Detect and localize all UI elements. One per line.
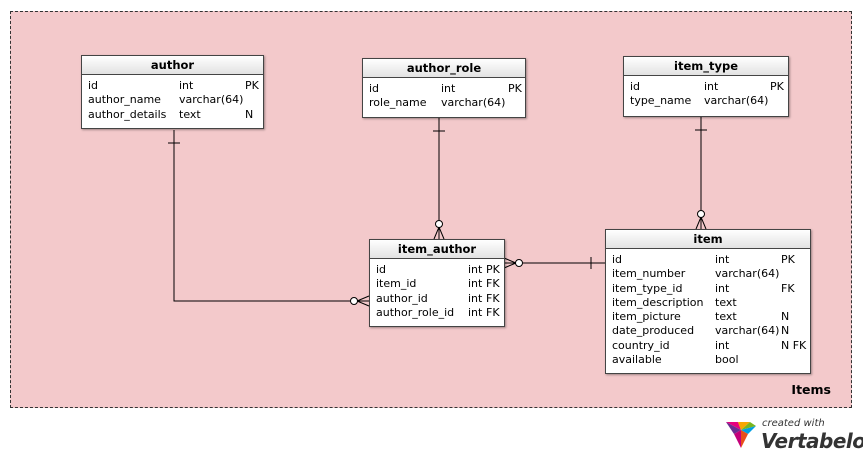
column-flags: FK (486, 291, 500, 305)
column-flags: PK (781, 253, 795, 266)
column-row: item_picture text N (606, 310, 810, 324)
column-type: int (715, 253, 730, 266)
column-name: id (376, 263, 387, 276)
column-type: text (715, 310, 737, 324)
column-type: text (179, 107, 201, 121)
column-flags: N FK (781, 338, 807, 352)
table-item-author[interactable]: item_author id int PK item_id int FK aut… (369, 239, 505, 327)
column-name: author_name (88, 93, 161, 107)
column-name: date_produced (612, 324, 695, 338)
column-row: author_role_id int FK (370, 306, 504, 320)
column-row: author_details text N (82, 108, 263, 122)
column-name: item_type_id (612, 281, 683, 295)
table-author-title: author (82, 56, 263, 75)
column-row: author_id int FK (370, 292, 504, 306)
column-row: country_id int N FK (606, 339, 810, 353)
column-name: id (630, 80, 641, 93)
column-name: available (612, 353, 662, 367)
table-author[interactable]: author id int PK author_name varchar(64)… (81, 55, 264, 129)
column-row: type_name varchar(64) (624, 94, 788, 108)
branding-big-text: Vertabelo (761, 429, 863, 453)
column-type: bool (715, 353, 739, 367)
column-name: id (88, 79, 99, 92)
column-type: int (468, 263, 483, 276)
table-item-author-title: item_author (370, 240, 504, 259)
column-flags: PK (486, 263, 500, 276)
column-type: int (715, 281, 730, 295)
column-name: item_id (376, 277, 417, 291)
column-row: item_description text (606, 296, 810, 310)
column-name: id (369, 82, 380, 95)
column-flags: N (245, 107, 254, 121)
table-item-type-title: item_type (624, 57, 788, 76)
column-name: role_name (369, 96, 427, 110)
column-type: int (704, 80, 719, 93)
column-name: item_picture (612, 310, 681, 324)
column-row: id int PK (624, 80, 788, 94)
column-name: author_id (376, 291, 428, 305)
column-row: item_type_id int FK (606, 282, 810, 296)
column-name: author_role_id (376, 305, 455, 319)
column-type: varchar(64) (179, 93, 244, 107)
column-row: id int PK (606, 253, 810, 267)
column-type: varchar(64) (704, 94, 769, 108)
column-name: id (612, 253, 623, 266)
zero-marker-item-type (697, 210, 705, 218)
table-author-role[interactable]: author_role id int PK role_name varchar(… (362, 58, 526, 118)
column-row: role_name varchar(64) (363, 96, 525, 110)
zero-marker-item (515, 259, 523, 267)
column-row: id int PK (363, 82, 525, 96)
column-flags: PK (770, 80, 784, 93)
column-row: author_name varchar(64) (82, 93, 263, 107)
column-name: item_number (612, 267, 686, 281)
column-name: item_description (612, 295, 704, 309)
subject-area-label: Items (791, 382, 831, 397)
column-type: int (468, 305, 483, 319)
table-item[interactable]: item id int PK item_number varchar(64) i… (605, 229, 811, 374)
zero-marker-author (350, 297, 358, 305)
branding-small-text: created with (762, 418, 825, 429)
column-flags: FK (781, 281, 795, 295)
column-row: available bool (606, 353, 810, 367)
column-name: type_name (630, 94, 692, 108)
column-type: varchar(64) (715, 324, 780, 338)
column-flags: PK (245, 79, 259, 92)
column-row: item_number varchar(64) (606, 267, 810, 281)
column-type: int (468, 277, 483, 291)
table-author-role-title: author_role (363, 59, 525, 78)
column-type: int (179, 79, 194, 92)
column-type: varchar(64) (441, 96, 506, 110)
column-flags: N (781, 324, 790, 338)
column-name: country_id (612, 338, 670, 352)
zero-marker-author-role (435, 220, 443, 228)
column-row: id int PK (370, 263, 504, 277)
column-type: int (715, 338, 730, 352)
column-name: author_details (88, 107, 167, 121)
column-row: date_produced varchar(64) N (606, 324, 810, 338)
vertabelo-branding[interactable]: created with Vertabelo (724, 416, 863, 456)
column-flags: PK (508, 82, 522, 95)
column-type: varchar(64) (715, 267, 780, 281)
relationship-author-item-author (173, 130, 369, 302)
column-type: text (715, 295, 737, 309)
table-item-title: item (606, 230, 810, 249)
column-row: item_id int FK (370, 277, 504, 291)
column-row: id int PK (82, 79, 263, 93)
column-type: int (468, 291, 483, 305)
column-flags: N (781, 310, 790, 324)
column-flags: FK (486, 277, 500, 291)
vertabelo-logo-icon (726, 422, 756, 448)
table-item-type[interactable]: item_type id int PK type_name varchar(64… (623, 56, 789, 117)
column-type: int (441, 82, 456, 95)
column-flags: FK (486, 305, 500, 319)
